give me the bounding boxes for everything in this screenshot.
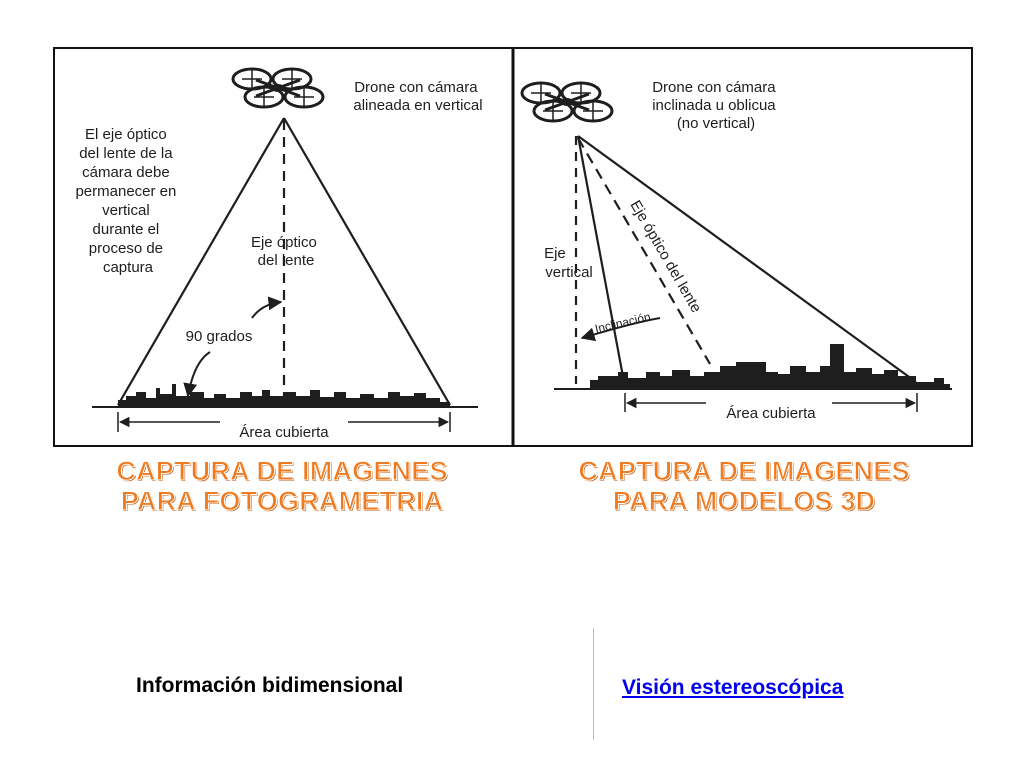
stereoscopic-vision-link[interactable]: Visión estereoscópica <box>622 676 844 699</box>
left-ground-silhouette <box>118 384 450 408</box>
footer-divider <box>593 628 594 740</box>
oblique-optical-axis-line <box>577 137 711 365</box>
angle-arrow <box>251 296 283 319</box>
models-3d-caption-line-1: CAPTURA DE IMAGENES <box>578 456 910 487</box>
left-optical-axis-note: El eje óptico del lente de la cámara deb… <box>75 126 180 276</box>
left-panel: Drone con cámara alineada en vertical El… <box>75 67 483 441</box>
near-field-of-view-edge <box>576 135 626 383</box>
angle-label: 90 grados <box>186 328 253 345</box>
photogrammetry-caption-line-2: PARA FOTOGRAMETRIA <box>120 486 444 517</box>
tilt-arrow <box>580 317 661 342</box>
models-3d-caption: CAPTURA DE IMAGENES PARA MODELOS 3D <box>516 456 972 517</box>
models-3d-caption-line-2: PARA MODELOS 3D <box>612 486 876 517</box>
left-area-label: Área cubierta <box>239 424 329 441</box>
right-drone-label: Drone con cámara inclinada u oblicua (no… <box>652 79 780 132</box>
left-field-of-view-edge <box>117 117 285 406</box>
right-field-of-view-edge <box>283 117 451 406</box>
two-dimensional-info-label: Información bidimensional <box>136 674 404 697</box>
far-field-of-view-edge <box>577 135 917 383</box>
optical-axis-label: Eje óptico del lente <box>251 234 321 269</box>
photogrammetry-caption: CAPTURA DE IMAGENES PARA FOTOGRAMETRIA <box>54 456 510 517</box>
right-area-label: Área cubierta <box>726 405 816 422</box>
left-drone-label: Drone con cámara alineada en vertical <box>353 79 482 114</box>
photogrammetry-caption-line-1: CAPTURA DE IMAGENES <box>116 456 448 487</box>
angle-pointer-arrow <box>183 351 211 398</box>
vertical-axis-label: Eje vertical <box>544 245 593 281</box>
right-ground-silhouette <box>590 344 950 390</box>
